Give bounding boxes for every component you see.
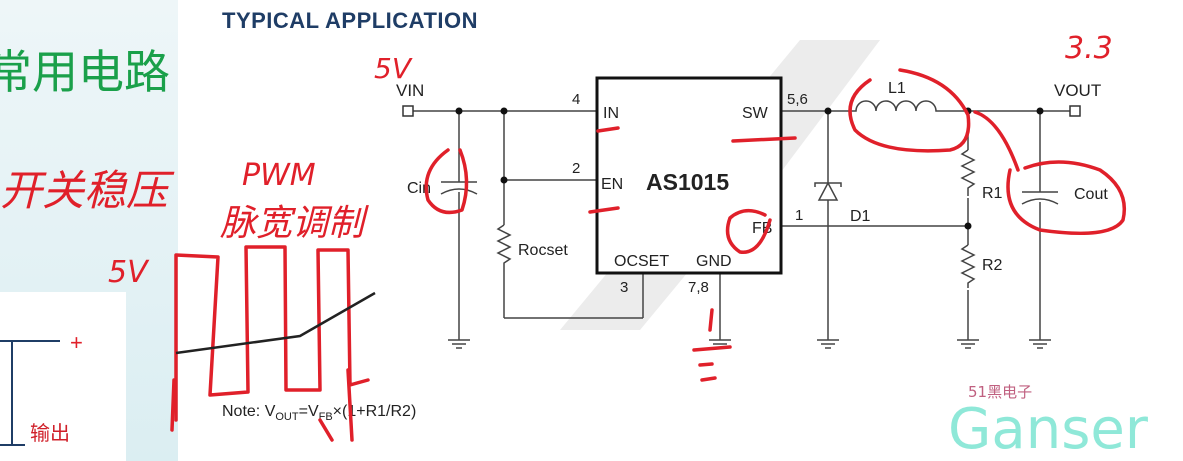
section-title: TYPICAL APPLICATION xyxy=(222,8,478,33)
vout-terminal xyxy=(1069,105,1081,117)
switching-regulator-annotation: 开关稳压 xyxy=(0,166,175,215)
r1-resistor xyxy=(960,149,976,196)
l1-inductor xyxy=(852,100,940,112)
pin-number-fb: 1 xyxy=(795,207,803,224)
in-underline xyxy=(596,126,620,133)
d1-label: D1 xyxy=(850,208,871,225)
vin-terminal xyxy=(402,105,414,117)
ic-name: AS1015 xyxy=(646,169,729,195)
l1-label: L1 xyxy=(888,80,906,97)
en-underline xyxy=(588,206,620,214)
left-circuit-box xyxy=(0,292,126,461)
plus-label: + xyxy=(70,330,83,355)
r2-label: R2 xyxy=(982,257,1003,274)
cout-label: Cout xyxy=(1074,186,1108,203)
cout-capacitor xyxy=(1021,191,1059,205)
vout-formula-note: Note: VOUT=VFB×(1+R1/R2) xyxy=(222,403,416,423)
watermark-51hei: 51黑电子 xyxy=(968,383,1032,401)
output-label: 输出 xyxy=(30,422,70,445)
left-mini-circuit xyxy=(0,340,60,446)
r2-resistor xyxy=(960,244,976,288)
handwritten-annotations xyxy=(170,68,1126,442)
vout-value-annotation: 3.3 xyxy=(1065,31,1113,66)
vout-label: VOUT xyxy=(1054,81,1101,100)
average-level-line xyxy=(175,291,376,355)
pin-number-gnd: 7,8 xyxy=(688,279,709,296)
pin-en-label: EN xyxy=(601,176,623,193)
l1-circle xyxy=(848,68,971,153)
r1-label: R1 xyxy=(982,185,1003,202)
rocset-resistor xyxy=(496,224,512,272)
junction-dots xyxy=(455,107,1044,230)
pin-sw-label: SW xyxy=(742,105,769,122)
pin-in-label: IN xyxy=(603,105,619,122)
pin-gnd-label: GND xyxy=(696,253,732,270)
cin-capacitor xyxy=(440,181,478,195)
vin-label: VIN xyxy=(396,81,424,100)
pwm-cn-annotation: 脉宽调制 xyxy=(220,203,369,244)
pin-ocset-label: OCSET xyxy=(614,253,669,270)
watermark-ganser: Ganser xyxy=(948,397,1149,461)
cin-circle xyxy=(424,148,469,215)
slide-heading: 常用电路 xyxy=(0,45,170,99)
pin-number-in: 4 xyxy=(572,91,580,108)
ic-as1015 xyxy=(595,76,783,275)
pulse-level-annotation: 5V xyxy=(108,255,150,290)
pin-number-ocset: 3 xyxy=(620,279,628,296)
gnd-mark xyxy=(692,308,732,382)
ground-symbols xyxy=(448,339,1051,349)
rocset-label: Rocset xyxy=(518,242,568,259)
pin-number-en: 2 xyxy=(572,160,580,177)
pwm-annotation: PWM xyxy=(242,158,316,193)
vin-value-annotation: 5V xyxy=(374,52,413,85)
sw-underline xyxy=(731,136,797,143)
pwm-waveform xyxy=(174,245,370,422)
pin-number-sw: 5,6 xyxy=(787,91,808,108)
fb-circle xyxy=(725,208,772,254)
d1-schottky-diode xyxy=(814,181,842,201)
cout-circle xyxy=(1006,160,1126,236)
